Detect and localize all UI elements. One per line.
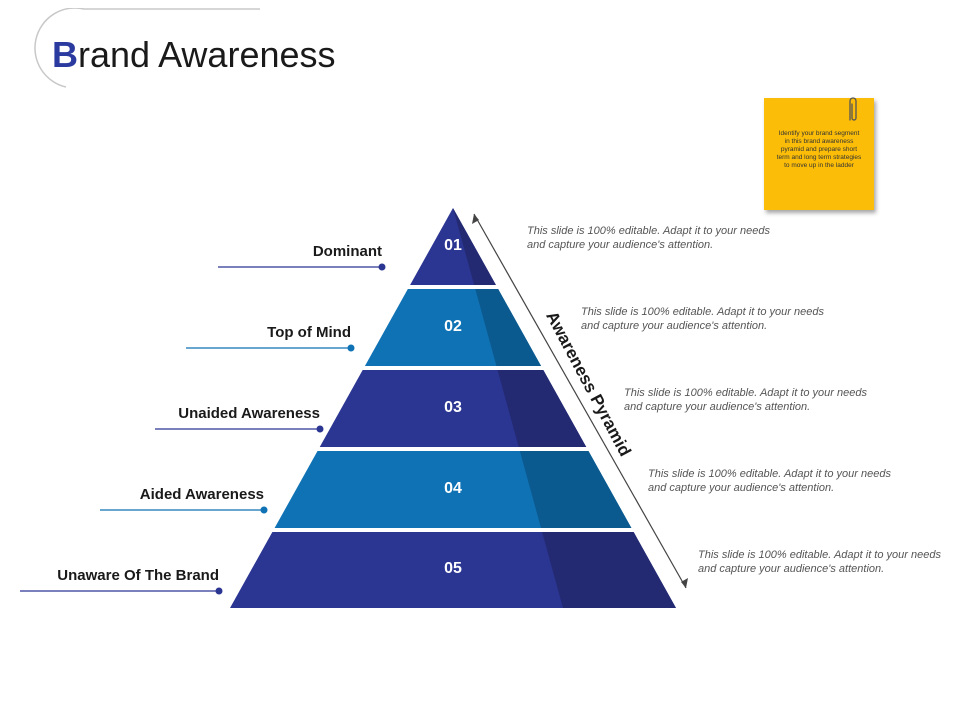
title-first-letter: B — [52, 34, 78, 75]
pyramid-level-label: Unaware Of The Brand — [57, 567, 219, 584]
label-leader-dot — [378, 263, 386, 271]
pyramid-level-number: 01 — [444, 236, 462, 254]
label-leader-dot — [260, 506, 268, 514]
pyramid-level-shade-03 — [497, 370, 587, 447]
pyramid-level-number: 03 — [444, 398, 462, 416]
awareness-axis-arrow — [472, 213, 688, 589]
pyramid-level-description: This slide is 100% editable. Adapt it to… — [648, 468, 891, 494]
label-leader-dot — [316, 425, 324, 433]
pyramid-level-number: 04 — [444, 479, 462, 497]
pyramid-level-description: This slide is 100% editable. Adapt it to… — [527, 225, 770, 251]
pyramid-level-number: 02 — [444, 317, 462, 335]
sticky-note-text: Identify your brand segment in this bran… — [776, 130, 862, 169]
pyramid-level-number: 05 — [444, 560, 462, 577]
pyramid-level-description: This slide is 100% editable. Adapt it to… — [698, 549, 941, 575]
pyramid-level-label: Dominant — [312, 243, 382, 260]
pyramid-level-label: Top of Mind — [267, 324, 351, 341]
page-title: Brand Awareness — [52, 34, 336, 76]
title-decorative-arc — [34, 8, 260, 88]
title-rest: rand Awareness — [78, 34, 336, 75]
pyramid-level-shade-04 — [519, 451, 632, 528]
pyramid-level-label: Unaided Awareness — [178, 405, 320, 422]
pyramid-level-description: This slide is 100% editable. Adapt it to… — [624, 387, 867, 413]
pyramid-level-shade-01 — [453, 208, 496, 285]
pyramid-level-shade-05 — [542, 532, 676, 608]
pyramid-level-label: Aided Awareness — [139, 486, 264, 503]
label-leader-dot — [215, 587, 223, 595]
paperclip-icon — [849, 97, 857, 121]
pyramid-level-description: This slide is 100% editable. Adapt it to… — [581, 306, 824, 332]
label-leader-dot — [347, 344, 355, 352]
pyramid-level-shade-02 — [475, 289, 542, 366]
